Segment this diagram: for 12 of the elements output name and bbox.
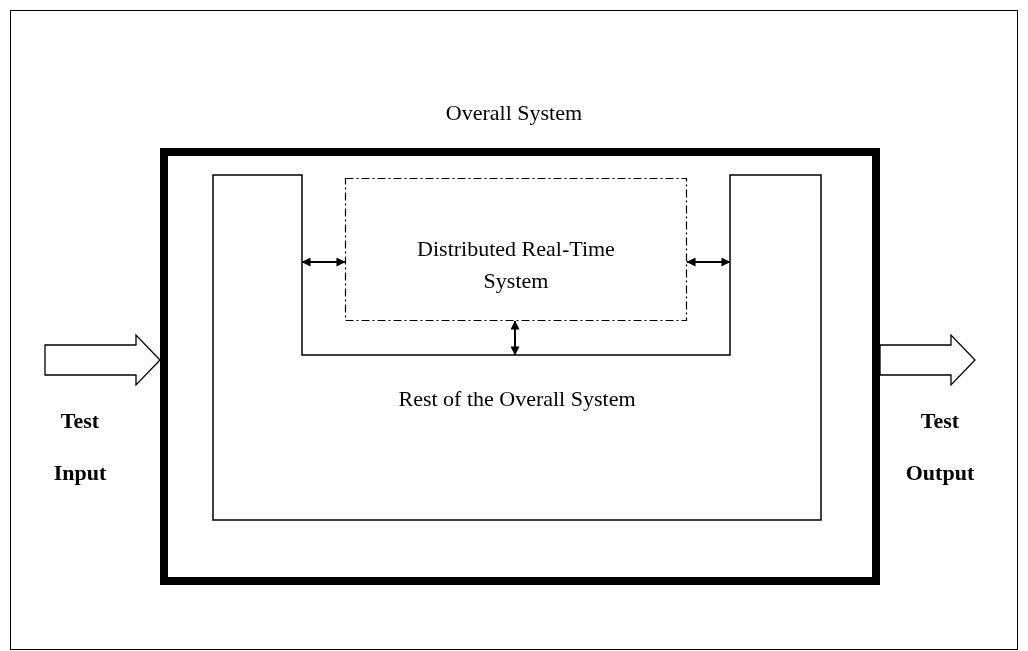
node-text: Distributed Real-Time System [416, 235, 616, 295]
double-arrow [686, 257, 731, 267]
block-arrow [879, 333, 976, 387]
double-arrow [301, 257, 346, 267]
outer-frame [10, 10, 1018, 650]
thick-border-box [160, 148, 880, 585]
double-arrow [510, 320, 520, 356]
io-label: Test Input [52, 407, 108, 487]
io-label: Test Output [904, 407, 976, 487]
block-arrow [44, 333, 161, 387]
node-text: Overall System [445, 99, 583, 127]
node-text: Rest of the Overall System [398, 385, 636, 413]
